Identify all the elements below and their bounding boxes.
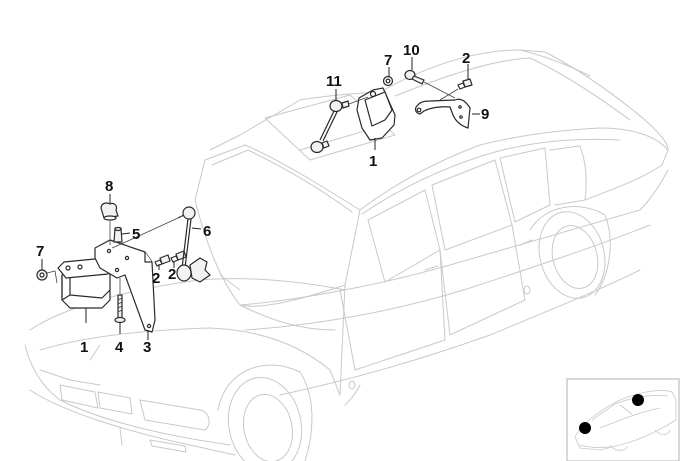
inset-marker-rear	[632, 394, 644, 406]
rear-nut[interactable]	[382, 75, 394, 87]
locator-inset	[566, 378, 680, 461]
car-outline	[24, 49, 669, 461]
callouts: 1 1 2 2 2 3 4 5 6 7 7 8 9 10 11	[36, 42, 489, 356]
front-bracket[interactable]	[94, 239, 156, 333]
callout-7-rear[interactable]: 7	[384, 52, 392, 69]
callout-9[interactable]: 9	[481, 106, 489, 123]
front-linkage-rod[interactable]	[176, 206, 211, 283]
rear-sensor-assembly	[310, 69, 473, 154]
rear-bolt[interactable]	[404, 69, 425, 85]
callout-3[interactable]: 3	[143, 339, 151, 356]
callout-6[interactable]: 6	[203, 223, 211, 240]
callout-7-front[interactable]: 7	[36, 243, 44, 260]
front-bolt[interactable]	[114, 294, 126, 324]
callout-1-rear[interactable]: 1	[369, 153, 377, 170]
callout-4[interactable]: 4	[115, 339, 124, 356]
callout-11[interactable]: 11	[326, 73, 342, 90]
callout-1-front[interactable]: 1	[80, 339, 88, 356]
rear-linkage-rod[interactable]	[310, 99, 350, 154]
callout-8[interactable]: 8	[105, 178, 113, 195]
callout-2-rear[interactable]: 2	[462, 50, 470, 67]
front-clip-nut[interactable]	[100, 202, 119, 221]
callout-5[interactable]: 5	[132, 226, 140, 243]
front-screw-a[interactable]	[154, 254, 171, 267]
callout-2-b[interactable]: 2	[168, 266, 176, 283]
callout-10[interactable]: 10	[403, 42, 420, 59]
inset-marker-front	[579, 422, 591, 434]
callout-2-a[interactable]: 2	[152, 270, 160, 287]
front-sensor-assembly	[36, 202, 211, 333]
rear-screw[interactable]	[457, 78, 473, 90]
rear-bracket[interactable]	[414, 98, 471, 129]
inset-frame	[566, 378, 680, 461]
front-nut[interactable]	[36, 269, 48, 281]
leader-lines	[41, 57, 480, 340]
front-stud[interactable]	[113, 226, 123, 243]
rear-ride-height-sensor[interactable]	[356, 87, 396, 141]
